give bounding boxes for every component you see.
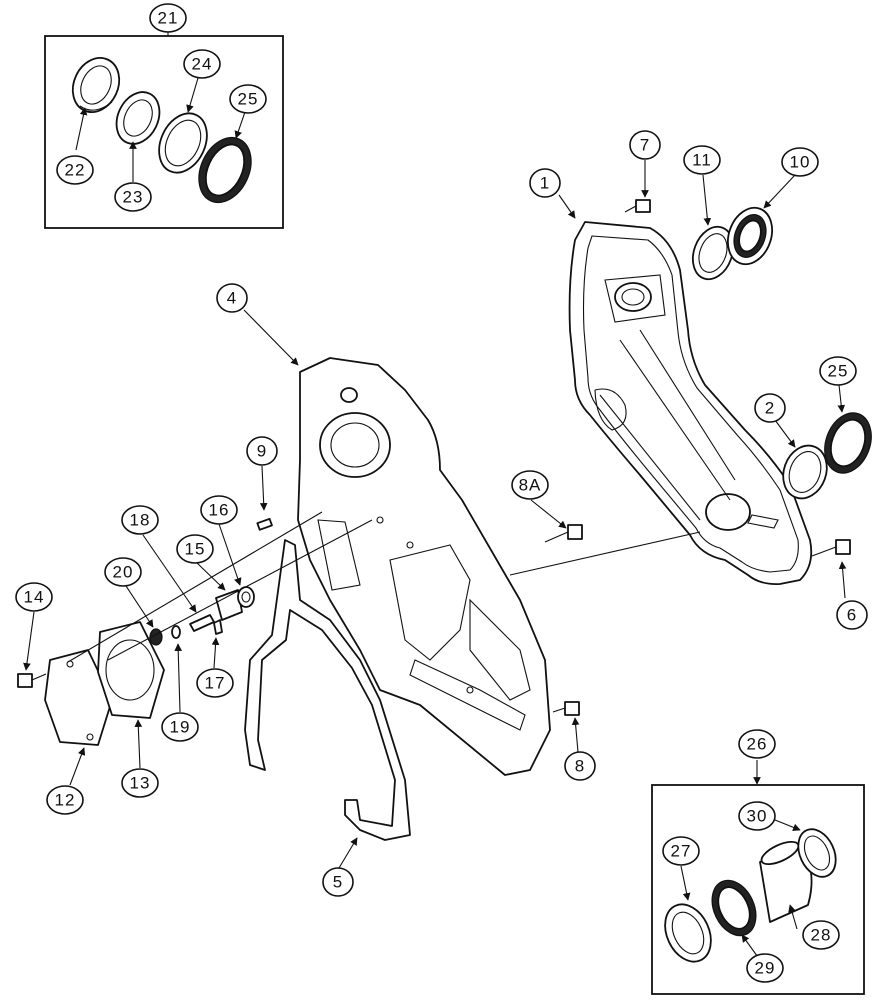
svg-text:12: 12 [55, 791, 76, 810]
callout-25-right: 25 [819, 356, 857, 386]
callout-26: 26 [738, 729, 776, 759]
callout-5: 5 [322, 867, 354, 897]
callout-14: 14 [15, 582, 53, 612]
callout-22: 22 [56, 155, 94, 185]
oil-seal-25 [198, 136, 252, 204]
callout-30: 30 [738, 801, 776, 831]
svg-text:19: 19 [170, 718, 191, 737]
callout-28: 28 [802, 920, 840, 950]
svg-text:13: 13 [130, 774, 151, 793]
callout-8a: 8A [511, 470, 549, 500]
callout-11: 11 [683, 145, 721, 175]
svg-text:27: 27 [671, 842, 692, 861]
callout-13: 13 [121, 768, 159, 798]
svg-text:16: 16 [209, 501, 230, 520]
svg-text:8: 8 [575, 757, 585, 776]
callout-27: 27 [662, 836, 700, 866]
callout-20: 20 [104, 557, 142, 587]
callout-8: 8 [564, 751, 596, 781]
o-ring-19 [171, 625, 181, 639]
seal-ring-11 [691, 225, 735, 281]
svg-text:9: 9 [257, 442, 267, 461]
callout-12: 12 [46, 785, 84, 815]
seal-ring-22 [71, 57, 121, 113]
screw-17 [213, 619, 223, 635]
callout-1: 1 [529, 168, 561, 198]
bolt-14 [17, 673, 47, 688]
seal-ring-24 [158, 112, 208, 174]
seal-ring-2 [782, 444, 828, 500]
svg-text:15: 15 [185, 540, 206, 559]
svg-text:5: 5 [333, 873, 343, 892]
callout-23: 23 [114, 182, 152, 212]
gear-housing-1 [568, 221, 813, 585]
bolt-6 [811, 539, 851, 557]
gear-15 [215, 589, 243, 621]
shaft-18 [189, 614, 215, 632]
callout-4: 4 [216, 283, 248, 313]
seal-kit-box-26 [651, 760, 865, 995]
svg-text:2: 2 [765, 399, 775, 418]
seal-ring-29 [711, 879, 757, 937]
callout-10: 10 [781, 147, 819, 177]
gasket-5 [244, 539, 411, 841]
svg-text:7: 7 [640, 136, 650, 155]
seal-kit-box-21 [44, 30, 284, 229]
seal-ring-27 [664, 903, 712, 963]
svg-text:8A: 8A [519, 476, 542, 495]
oil-seal-10 [727, 206, 773, 266]
callout-25-top: 25 [229, 84, 267, 114]
gasket-13 [97, 621, 165, 719]
callout-15: 15 [176, 534, 214, 564]
front-cover-4 [297, 357, 551, 776]
svg-text:14: 14 [24, 588, 45, 607]
callout-2: 2 [754, 393, 786, 423]
svg-text:30: 30 [747, 807, 768, 826]
svg-text:18: 18 [130, 511, 151, 530]
bolt-8 [552, 701, 580, 716]
callout-7: 7 [629, 130, 661, 160]
svg-text:20: 20 [113, 563, 134, 582]
callout-9: 9 [246, 436, 278, 466]
oil-seal-25-right [824, 412, 872, 474]
bolt-8a [544, 524, 583, 543]
svg-text:6: 6 [847, 606, 857, 625]
callout-17: 17 [196, 668, 234, 698]
callout-21: 21 [149, 3, 187, 33]
svg-text:10: 10 [790, 153, 811, 172]
callout-19: 19 [161, 712, 199, 742]
svg-text:29: 29 [755, 959, 776, 978]
svg-text:1: 1 [540, 174, 550, 193]
svg-text:24: 24 [192, 55, 213, 74]
dowel-pin-9 [256, 517, 273, 531]
svg-text:26: 26 [747, 735, 768, 754]
svg-text:25: 25 [828, 362, 849, 381]
svg-text:25: 25 [238, 90, 259, 109]
svg-text:21: 21 [158, 9, 179, 28]
svg-text:22: 22 [65, 161, 86, 180]
callout-6: 6 [836, 600, 868, 630]
svg-text:17: 17 [205, 674, 226, 693]
svg-text:4: 4 [227, 289, 237, 308]
bolt-7 [624, 199, 651, 213]
svg-text:11: 11 [692, 151, 712, 170]
callout-29: 29 [746, 953, 784, 983]
svg-text:23: 23 [123, 188, 144, 207]
callout-24: 24 [183, 49, 221, 79]
seal-ring-30 [797, 828, 837, 878]
wear-sleeve-23 [115, 91, 161, 145]
callout-16: 16 [200, 495, 238, 525]
svg-text:28: 28 [811, 926, 832, 945]
callout-18: 18 [121, 505, 159, 535]
leader-lines [23, 160, 847, 869]
